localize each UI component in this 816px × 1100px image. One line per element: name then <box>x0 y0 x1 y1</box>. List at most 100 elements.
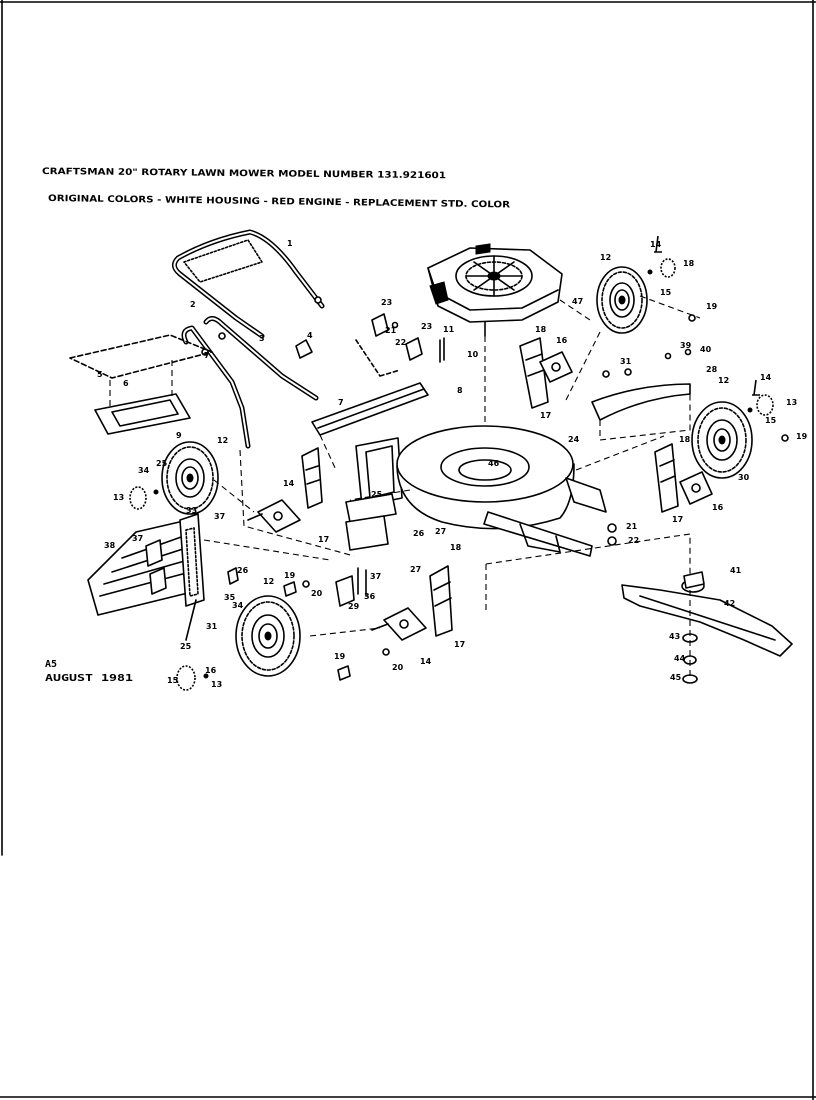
callout-number: 1 <box>287 239 293 248</box>
callout-number: 47 <box>572 297 583 306</box>
callout-number: 43 <box>669 632 680 641</box>
callout-number: 5 <box>97 370 103 379</box>
callout-number: 18 <box>535 325 547 334</box>
callout-number: 15 <box>660 288 672 297</box>
callout-number: 14 <box>420 657 432 666</box>
callout-number: 11 <box>443 325 455 334</box>
callout-number: 12 <box>263 577 274 586</box>
callout-number: 17 <box>672 515 683 524</box>
rear-left-wheel <box>161 441 219 515</box>
callout-number: 17 <box>318 535 329 544</box>
callout-number: 19 <box>796 432 808 441</box>
callout-number: 17 <box>454 640 465 649</box>
callout-number: 2 <box>190 300 196 309</box>
grass-chute <box>87 513 331 641</box>
front-left-wheel <box>235 595 301 677</box>
baffle-bracket <box>355 313 445 377</box>
axle-bracket <box>247 351 713 641</box>
callout-number: 3 <box>259 334 265 343</box>
callout-number: 14 <box>650 240 662 249</box>
callout-number: 31 <box>620 357 632 366</box>
callout-number: 8 <box>457 386 463 395</box>
callout-number: 19 <box>706 302 718 311</box>
blade-washer-stack <box>682 590 698 684</box>
callout-number: 35 <box>224 593 236 602</box>
callout-number: 19 <box>334 652 346 661</box>
callout-number: 28 <box>706 365 718 374</box>
lower-handle <box>181 316 319 449</box>
callout-number: 16 <box>556 336 568 345</box>
callout-number: 18 <box>450 543 462 552</box>
callout-number: 16 <box>205 666 217 675</box>
callout-number: 16 <box>712 503 724 512</box>
callout-number: 7 <box>338 398 344 407</box>
callout-number: 14 <box>283 479 295 488</box>
callout-number: 34 <box>232 601 244 610</box>
callout-number: 25 <box>371 490 383 499</box>
callout-number: 21 <box>626 522 638 531</box>
upper-handle <box>172 229 325 359</box>
callout-number: 22 <box>628 536 639 545</box>
callout-number: 45 <box>670 673 682 682</box>
callout-number: 40 <box>700 345 712 354</box>
callout-number: 18 <box>683 259 695 268</box>
engine <box>427 243 563 337</box>
diagram-title: CRAFTSMAN 20" ROTARY LAWN MOWER MODEL NU… <box>42 167 446 181</box>
rear-deflector-plate <box>69 334 213 435</box>
callout-number: 13 <box>211 680 222 689</box>
callout-number: 23 <box>381 298 392 307</box>
callout-number: 30 <box>738 473 750 482</box>
callout-number: 19 <box>284 571 296 580</box>
sheet-date: AUGUST 1981 <box>45 673 133 684</box>
callout-number: 39 <box>680 341 692 350</box>
callout-number: 13 <box>786 398 797 407</box>
callout-number: 25 <box>156 459 168 468</box>
callout-number: 25 <box>180 642 192 651</box>
callout-number: 12 <box>718 376 729 385</box>
callout-number: 36 <box>364 592 376 601</box>
callout-number: 31 <box>206 622 218 631</box>
callout-number: 13 <box>113 493 124 502</box>
callout-number: 21 <box>385 326 397 335</box>
assembly-leader-lines <box>213 295 701 637</box>
callout-number: 33 <box>186 506 197 515</box>
callout-number: 27 <box>435 527 446 536</box>
callout-number: 14 <box>760 373 772 382</box>
callout-number: 38 <box>104 541 116 550</box>
height-adjuster <box>301 337 679 637</box>
callout-number: 6 <box>123 379 129 388</box>
callout-number: 34 <box>138 466 150 475</box>
hubcap <box>129 258 774 691</box>
callout-number: 29 <box>348 602 360 611</box>
front-right-wheel <box>691 401 753 479</box>
mower-blade <box>621 584 793 657</box>
callout-number: 37 <box>214 512 225 521</box>
deck-housing <box>345 425 607 557</box>
bolt <box>227 235 789 681</box>
callout-number: 26 <box>413 529 425 538</box>
callout-number: 15 <box>167 676 179 685</box>
callout-number: 22 <box>395 338 406 347</box>
blade-adapter <box>681 571 705 593</box>
callout-number: 12 <box>217 436 228 445</box>
callout-number: 15 <box>765 416 777 425</box>
callout-number: 18 <box>679 435 691 444</box>
rear-axle-bar <box>311 382 429 471</box>
callout-number: 41 <box>730 566 742 575</box>
rear-right-wheel <box>596 266 648 334</box>
callout-number: 12 <box>600 253 611 262</box>
callout-number: 9 <box>176 431 182 440</box>
callout-number: 26 <box>237 566 249 575</box>
callout-number: 20 <box>311 589 323 598</box>
callout-number: 10 <box>467 350 479 359</box>
callout-number: 4 <box>307 331 313 340</box>
callout-number: 27 <box>410 565 421 574</box>
callout-number: 23 <box>421 322 432 331</box>
callout-number: 44 <box>674 654 686 663</box>
callout-number: 37 <box>370 572 381 581</box>
diagram-subtitle: ORIGINAL COLORS - WHITE HOUSING - RED EN… <box>48 194 510 210</box>
callout-number: 46 <box>488 459 500 468</box>
